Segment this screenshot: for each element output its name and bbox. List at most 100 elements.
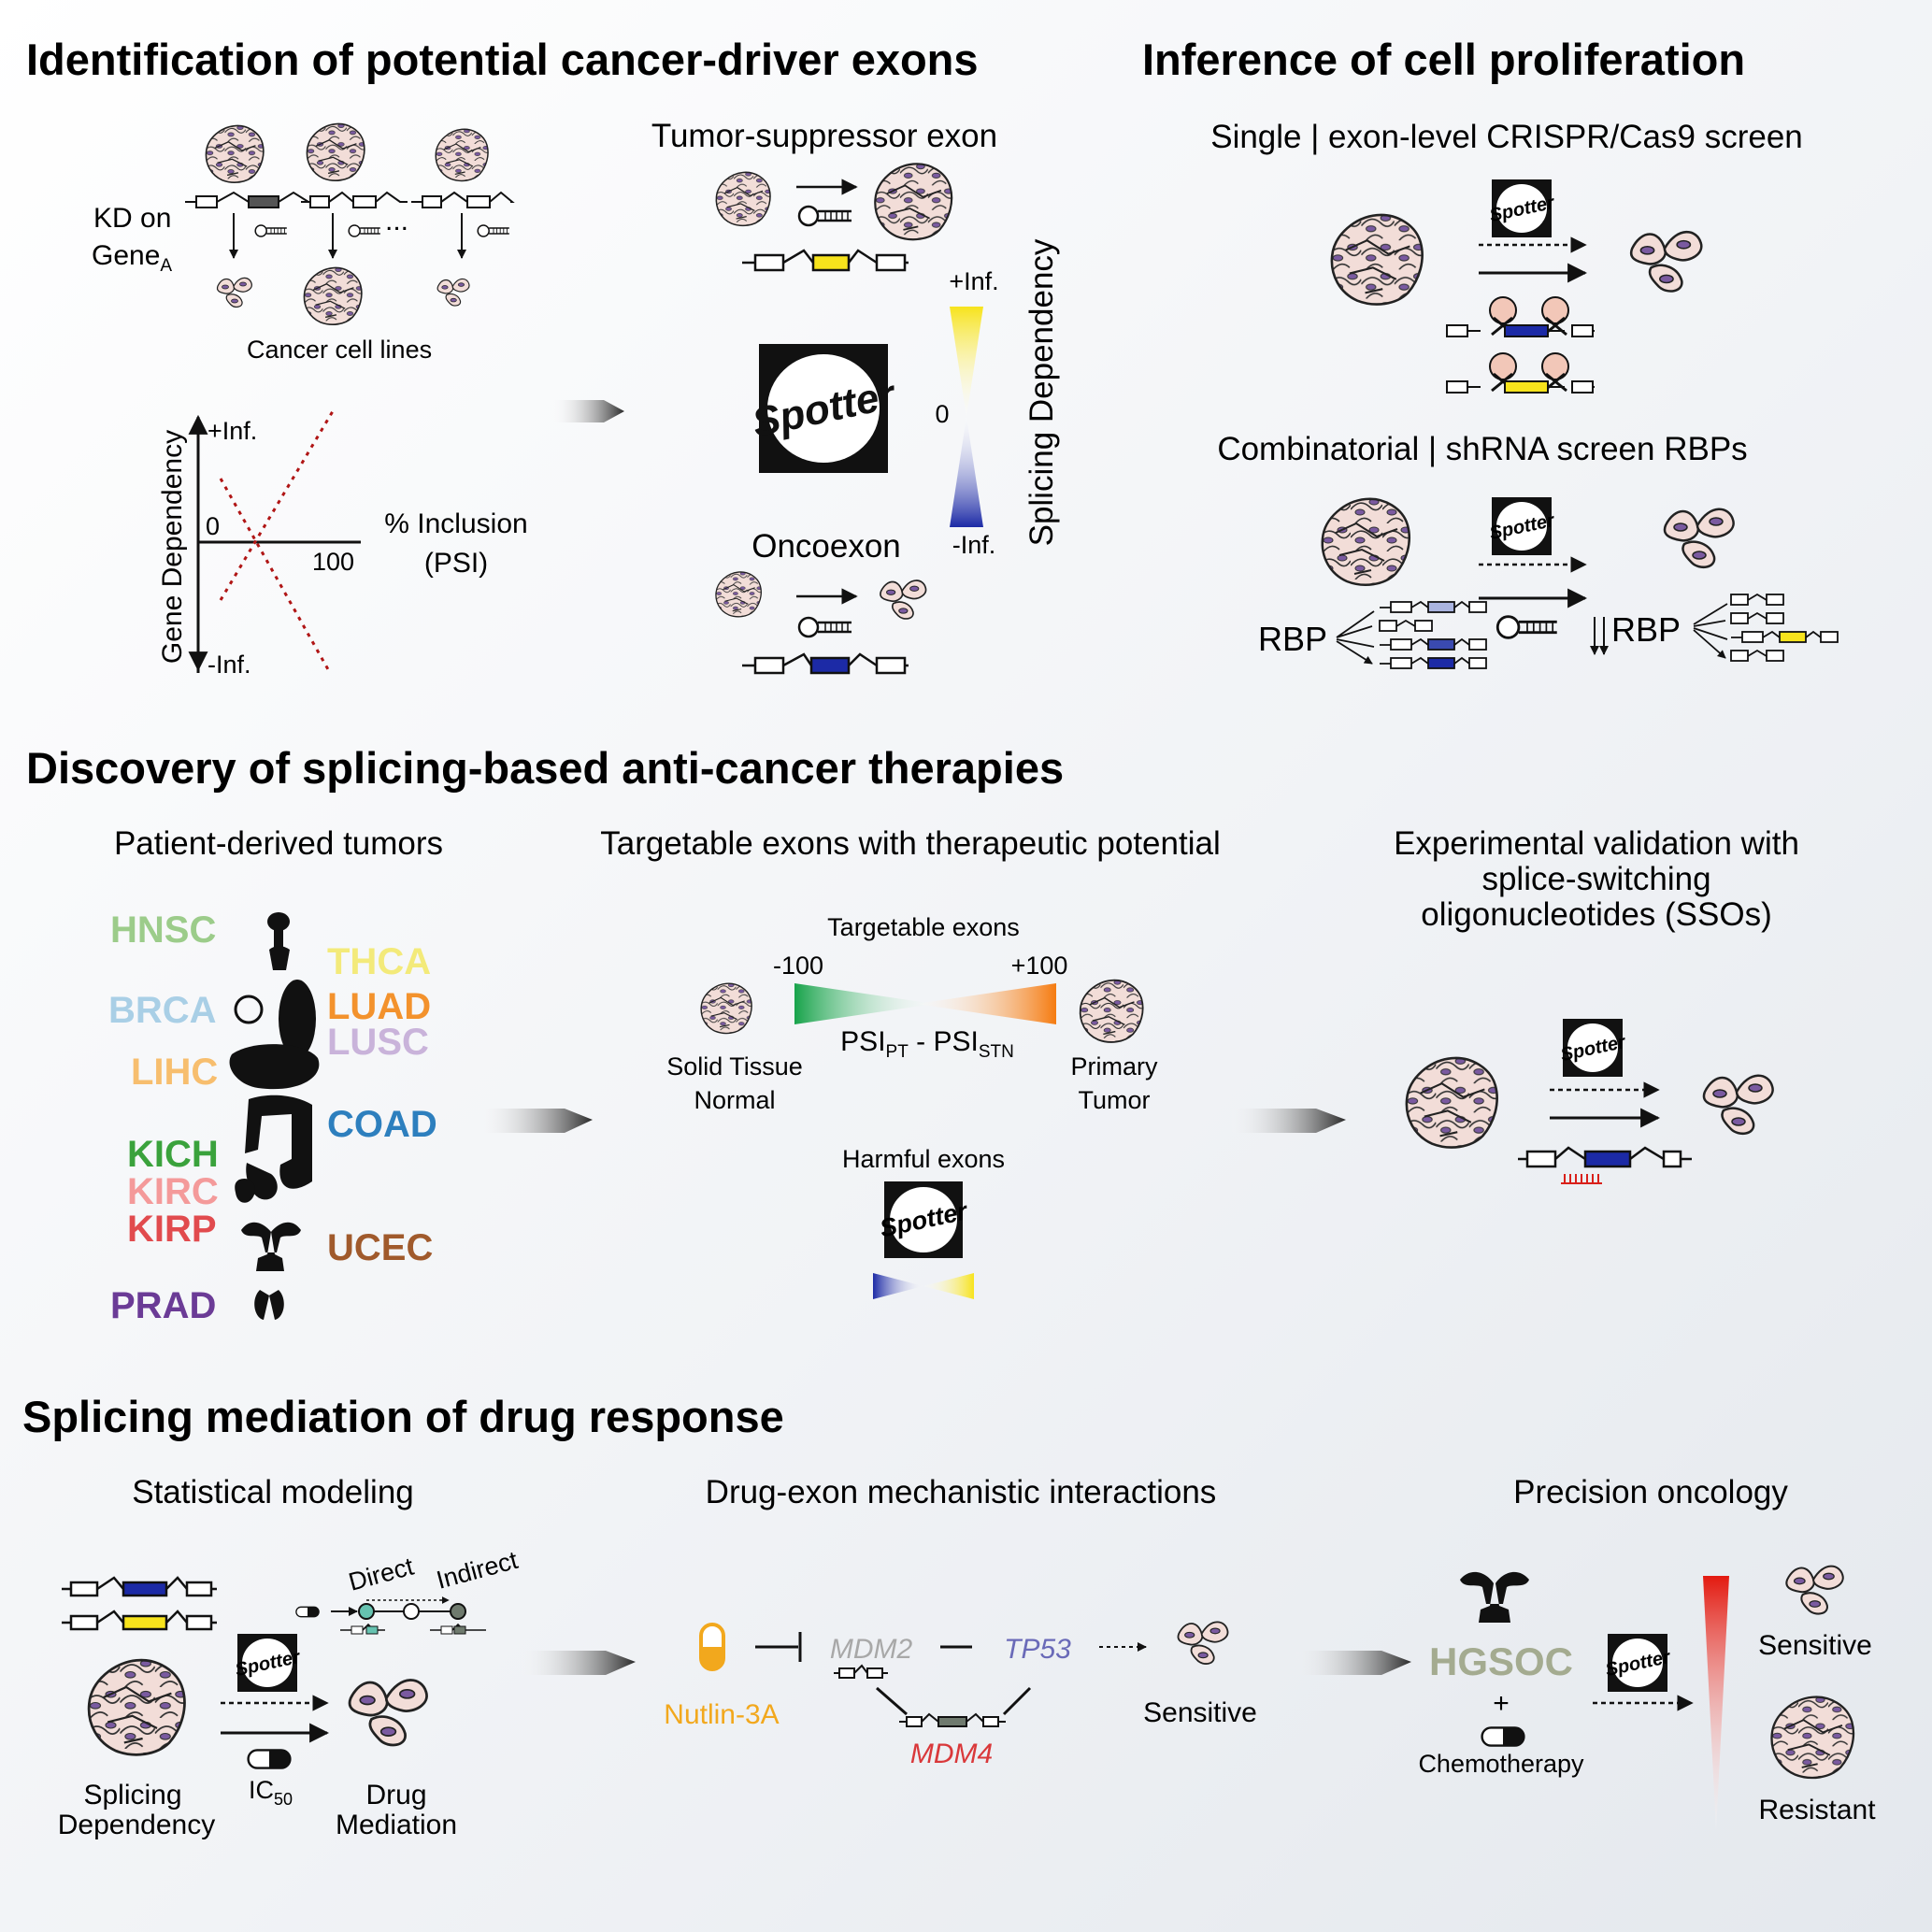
rbp-targets-left	[1336, 600, 1487, 668]
section-proliferation: Inference of cell proliferation Single |…	[1142, 35, 1839, 668]
nutlin-pill-icon	[699, 1623, 725, 1671]
inclusion-label: % Inclusion	[384, 508, 527, 539]
ic50-label: IC50	[249, 1776, 293, 1809]
mdm4-label: MDM4	[910, 1739, 993, 1769]
hgsoc-label: HGSOC	[1429, 1639, 1573, 1683]
ellipsis-label: ...	[385, 206, 408, 236]
validation-title-3: oligonucleotides (SSOs)	[1421, 896, 1771, 933]
cancer-cell-lines-label: Cancer cell lines	[247, 336, 432, 364]
tumor-label-lusc: LUSC	[327, 1022, 429, 1063]
tumor-label-hnsc: HNSC	[110, 909, 216, 951]
spotter-logo: Spotter	[878, 1181, 971, 1258]
splicing-dependency-label-1: Splicing	[83, 1780, 181, 1810]
red-gradient-wedge	[1703, 1576, 1729, 1830]
yellow-gradient-wedge	[923, 1273, 974, 1299]
targetable-exons-label: Targetable exons	[827, 913, 1020, 941]
big-arrow-icon	[551, 400, 624, 422]
big-arrow-icon	[1228, 1109, 1346, 1133]
orange-gradient-wedge	[916, 983, 1056, 1024]
gene-structure-mdm2	[834, 1664, 888, 1679]
spotter-logo: Spotter	[1488, 497, 1557, 555]
inhibition-arrow	[755, 1632, 802, 1662]
chemotherapy-label: Chemotherapy	[1418, 1750, 1584, 1778]
gene-structure-blue	[62, 1576, 217, 1597]
cell-cluster-icon	[306, 122, 365, 181]
spotter-logo: Spotter	[1604, 1634, 1673, 1692]
cell-cluster-icon	[303, 266, 363, 326]
few-cells-icon	[1177, 1621, 1229, 1666]
shrna-hairpin-icon	[797, 205, 853, 227]
few-cells-icon	[1663, 508, 1735, 569]
scale-plus-label: +Inf.	[949, 267, 998, 295]
green-gradient-wedge	[794, 983, 935, 1024]
cell-cluster-icon	[1330, 213, 1424, 306]
primary-tumor-label-2: Tumor	[1078, 1086, 1150, 1114]
section-therapies: Discovery of splicing-based anti-cancer …	[26, 743, 1799, 1326]
splicing-dependency-label-2: Dependency	[58, 1810, 215, 1840]
interaction-lines	[876, 1686, 1032, 1716]
direct-label: Direct	[346, 1552, 417, 1596]
few-cells-icon	[880, 580, 927, 620]
tumor-label-lihc: LIHC	[131, 1052, 218, 1093]
gene-dependency-label: Gene Dependency	[157, 430, 188, 664]
single-screen-label: Single | exon-level CRISPR/Cas9 screen	[1210, 119, 1803, 155]
direct-indirect-network-icon	[295, 1596, 486, 1635]
solid-tissue-label-2: Normal	[694, 1086, 775, 1114]
mdm2-label: MDM2	[830, 1634, 913, 1665]
psi-difference-label: PSIPT - PSISTN	[840, 1026, 1014, 1062]
combinatorial-screen-label: Combinatorial | shRNA screen RBPs	[1217, 431, 1747, 467]
cell-cluster-icon	[1405, 1056, 1499, 1150]
section-title-therapies: Discovery of splicing-based anti-cancer …	[26, 743, 1064, 793]
indirect-label: Indirect	[434, 1546, 522, 1595]
cell-cluster-icon	[1321, 497, 1411, 587]
few-cells-icon	[436, 278, 470, 307]
spotter-logo: Spotter	[234, 1634, 303, 1692]
cell-cluster-icon	[435, 128, 489, 182]
precision-oncology-title: Precision oncology	[1513, 1474, 1788, 1510]
kd-on-label: KD on	[93, 203, 171, 234]
section-drug-response: Splicing mediation of drug response Stat…	[22, 1392, 1876, 1840]
big-arrow-icon	[1294, 1651, 1411, 1675]
gene-structure-yellow	[62, 1610, 217, 1631]
blue-gradient-wedge	[873, 1273, 923, 1299]
cell-cluster-icon	[874, 163, 953, 241]
splicing-dependency-scale: +Inf. 0 -Inf. Splicing Dependency	[935, 238, 1060, 559]
section-title-proliferation: Inference of cell proliferation	[1142, 35, 1745, 84]
drug-mediation-label-1: Drug	[365, 1780, 426, 1810]
rbp-label-right: RBP	[1611, 610, 1681, 649]
shrna-hairpin-icon	[1496, 615, 1559, 639]
tumor-label-prad: PRAD	[110, 1285, 216, 1326]
tumor-label-brca: BRCA	[108, 990, 217, 1031]
few-cells-icon	[348, 1678, 429, 1747]
gene-structure-mdm4	[899, 1712, 1006, 1727]
validation-title-1: Experimental validation with	[1394, 825, 1799, 862]
tumor-suppressor-exon-label: Tumor-suppressor exon	[651, 118, 997, 154]
down-arrows-icon	[1590, 617, 1609, 655]
gene-structure-tumor-suppressor	[742, 249, 909, 272]
patient-tumors-label: Patient-derived tumors	[114, 825, 443, 862]
tumor-label-thca: THCA	[327, 941, 431, 982]
axis-zero-label: 0	[206, 512, 220, 540]
section-title-drug-response: Splicing mediation of drug response	[22, 1392, 784, 1441]
knockdown-arrows	[229, 213, 466, 259]
pill-icon	[295, 1606, 320, 1618]
pill-icon	[247, 1749, 292, 1769]
few-cells-icon	[1702, 1074, 1774, 1136]
cell-cluster-icon	[1770, 1696, 1855, 1780]
statistical-modeling-label: Statistical modeling	[132, 1474, 414, 1510]
shrna-hairpin-icon	[348, 224, 381, 237]
axis-hundred-label: 100	[312, 548, 354, 576]
few-cells-icon	[216, 277, 252, 308]
scale-zero-label: 0	[935, 400, 949, 428]
axis-minus-label: -Inf.	[208, 651, 251, 679]
tumor-label-kich: KICH	[127, 1134, 219, 1175]
cell-cluster-icon	[715, 171, 771, 227]
spotter-logo: Spotter	[1488, 179, 1557, 237]
tumor-label-coad: COAD	[327, 1104, 437, 1145]
axis-plus-label: +Inf.	[208, 417, 257, 445]
rbp-targets-right	[1693, 593, 1839, 661]
tumor-label-luad: LUAD	[327, 986, 431, 1027]
cell-cluster-icon	[700, 982, 752, 1035]
gene-structure-sso	[1518, 1146, 1692, 1168]
